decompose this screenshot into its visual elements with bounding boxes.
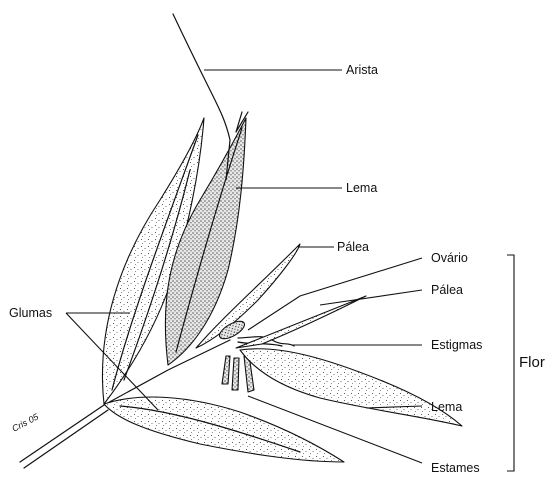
arista-awn bbox=[173, 14, 230, 140]
label-estames: Estames bbox=[431, 461, 480, 475]
spikelet-illustration: Cris 05 bbox=[10, 14, 462, 468]
lower-gluma bbox=[104, 397, 344, 462]
label-lema-top: Lema bbox=[346, 181, 377, 195]
palea-right bbox=[236, 296, 366, 348]
artist-signature: Cris 05 bbox=[10, 411, 41, 434]
label-arista: Arista bbox=[346, 63, 378, 77]
label-glumas: Glumas bbox=[9, 306, 52, 320]
label-estigmas: Estigmas bbox=[431, 338, 482, 352]
label-palea-top: Pálea bbox=[337, 240, 369, 254]
label-ovario: Ovário bbox=[431, 251, 468, 265]
flor-bracket bbox=[507, 255, 514, 471]
label-lema-bottom: Lema bbox=[431, 400, 462, 414]
label-flor: Flor bbox=[519, 354, 545, 371]
lema-lower bbox=[240, 349, 462, 426]
label-palea-right: Pálea bbox=[431, 283, 463, 297]
